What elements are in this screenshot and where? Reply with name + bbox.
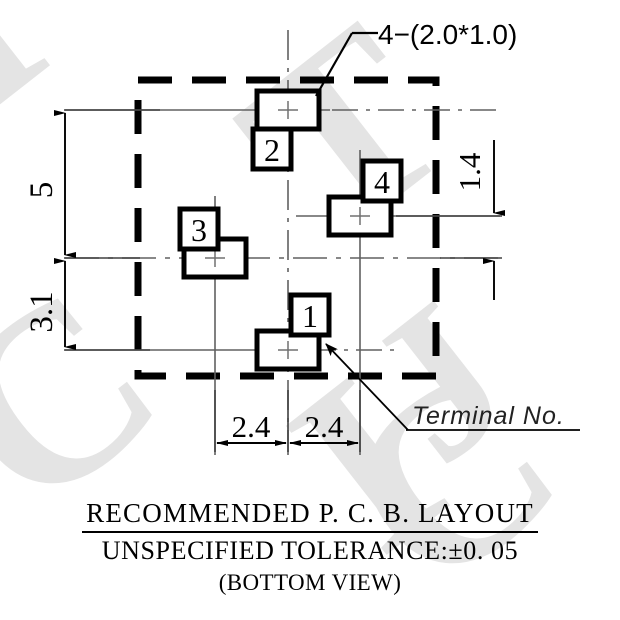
terminal-no-leader: [325, 343, 580, 431]
pad-1-label-box: [288, 292, 332, 338]
terminal-no-label: Terminal No.: [412, 402, 565, 430]
dimension-1-4: 1.4: [396, 140, 505, 300]
dimension-2-4-b-value: 2.4: [305, 409, 344, 444]
caption-title-view: (BOTTOM VIEW): [218, 570, 402, 595]
pad-4-center-cross: [350, 207, 370, 225]
dimension-2-4-b: 2.4: [289, 409, 359, 446]
dimension-bottom-group: 2.4 2.4: [214, 390, 361, 452]
pad-3: 3: [177, 206, 249, 280]
pad-4: 4: [326, 158, 404, 238]
dimension-5-value: 5: [24, 182, 60, 199]
dimension-left-group: [64, 109, 160, 351]
pad-2: 2: [250, 88, 322, 172]
pad-2-label-box: [250, 126, 294, 172]
dimension-3-1-value: 3.1: [24, 291, 60, 332]
pad-1: 1: [254, 292, 332, 372]
pad-1-label: 1: [302, 298, 318, 334]
dimension-1-4-value: 1.4: [452, 152, 487, 191]
caption-title-main: RECOMMENDED P. C. B. LAYOUT: [82, 496, 538, 533]
dimension-2-4-a-value: 2.4: [232, 409, 271, 444]
pad-4-label-box: [360, 158, 404, 204]
pad-callout-leader: [315, 31, 378, 97]
dimension-5: 5: [24, 110, 76, 258]
dimension-3-1: 3.1: [24, 258, 76, 350]
pad-2-label: 2: [264, 132, 280, 168]
pad-3-label: 3: [191, 212, 207, 248]
pcb-outline-rect: [134, 76, 440, 380]
pad-3-label-box: [177, 206, 221, 252]
dimension-2-4-a: 2.4: [216, 409, 287, 446]
pad-3-center-cross: [205, 249, 225, 267]
caption-title-sub: UNSPECIFIED TOLERANCE:±0. 05: [101, 536, 519, 565]
pad-4-label: 4: [374, 164, 390, 200]
pad-2-center-cross: [278, 101, 298, 119]
svg-text:I: I: [0, 0, 91, 163]
caption-block: RECOMMENDED P. C. B. LAYOUT UNSPECIFIED …: [0, 496, 620, 598]
pad-callout-label: 4−(2.0*1.0): [378, 19, 517, 50]
pad-1-center-cross: [278, 341, 298, 359]
